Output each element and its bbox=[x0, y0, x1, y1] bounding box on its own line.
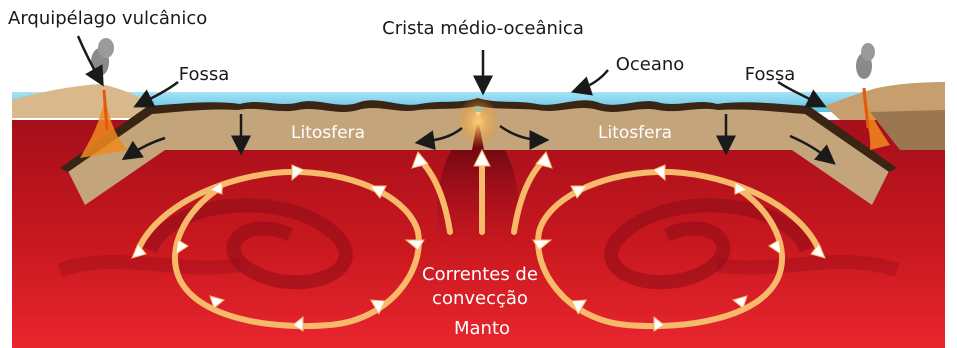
label-lithosphere-left: Litosfera bbox=[291, 123, 365, 143]
arrow-fossa-left bbox=[133, 81, 179, 108]
oceanic-crust-left bbox=[60, 98, 478, 172]
label-trench-left: Fossa bbox=[179, 64, 230, 85]
volcano-right bbox=[856, 43, 890, 150]
convection-loop-right-outer bbox=[535, 168, 822, 330]
lithosphere-right bbox=[478, 104, 892, 205]
label-mantle: Manto bbox=[454, 318, 510, 339]
label-ocean: Oceano bbox=[616, 54, 685, 75]
label-convection-line1: Correntes de bbox=[422, 264, 538, 285]
mantle-swirls bbox=[57, 198, 900, 290]
lithosphere-left bbox=[65, 104, 478, 205]
label-convection-line2: convecção bbox=[432, 288, 528, 309]
archipelago-land bbox=[12, 84, 150, 118]
arrow-ocean bbox=[570, 69, 609, 96]
arrow-subduct-left bbox=[121, 136, 166, 161]
plate-motion-arrows bbox=[76, 35, 836, 165]
arrow-subduct-right bbox=[789, 134, 836, 165]
oceanic-crust-right bbox=[478, 98, 897, 172]
continent-land bbox=[825, 82, 945, 120]
convection-loop-left-outer bbox=[135, 168, 422, 330]
convection-arrowheads bbox=[131, 148, 826, 332]
label-ridge: Crista médio-oceânica bbox=[382, 18, 584, 39]
arrow-spread-right bbox=[499, 124, 550, 150]
label-archipelago: Arquipélago vulcânico bbox=[8, 8, 207, 29]
label-lithosphere-right: Litosfera bbox=[598, 123, 672, 143]
mantle-plume bbox=[437, 118, 519, 252]
continent-land-dark bbox=[870, 110, 945, 150]
arrow-fossa-right bbox=[777, 80, 827, 108]
ridge-magma-glow bbox=[456, 96, 500, 148]
label-trench-right: Fossa bbox=[745, 64, 796, 85]
arrow-spread-left bbox=[414, 127, 463, 151]
arrow-archipelago bbox=[76, 35, 104, 87]
